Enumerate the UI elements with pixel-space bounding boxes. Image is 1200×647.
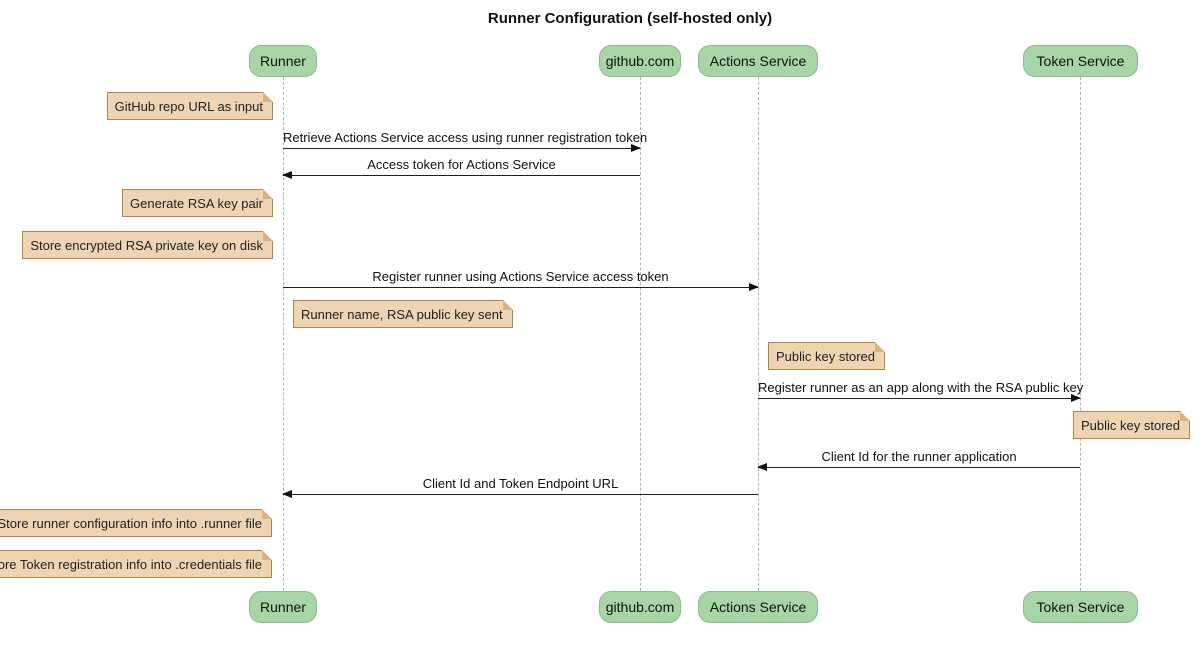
diagram-title: Runner Configuration (self-hosted only)	[487, 10, 773, 27]
message-line	[283, 144, 641, 152]
lifeline-actions-service	[758, 77, 759, 591]
actor-actions-service-top: Actions Service	[698, 45, 818, 77]
arrowhead-left-icon	[757, 463, 767, 471]
message-label: Client Id and Token Endpoint URL	[422, 476, 619, 491]
message-label: Register runner using Actions Service ac…	[372, 269, 669, 284]
lifeline-token-service	[1080, 77, 1081, 591]
actor-actions-service-bottom: Actions Service	[698, 591, 818, 623]
note: Store Token registration info into .cred…	[0, 550, 272, 578]
message: Register runner using Actions Service ac…	[283, 269, 759, 291]
message-line	[282, 490, 758, 498]
note: Public key stored	[1073, 411, 1190, 439]
note: Store runner configuration info into .ru…	[0, 509, 272, 537]
arrowhead-right-icon	[631, 144, 641, 152]
message-line	[757, 463, 1080, 471]
message-line	[283, 283, 759, 291]
arrowhead-left-icon	[282, 490, 292, 498]
message: Client Id for the runner application	[757, 449, 1080, 471]
arrowhead-right-icon	[1071, 394, 1081, 402]
message: Retrieve Actions Service access using ru…	[283, 130, 648, 152]
lifeline-runner	[283, 77, 284, 591]
message: Client Id and Token Endpoint URL	[282, 476, 758, 498]
actor-token-service-top: Token Service	[1023, 45, 1138, 77]
note: GitHub repo URL as input	[106, 92, 274, 120]
actor-github-top: github.com	[599, 45, 681, 77]
message-label: Register runner as an app along with the…	[758, 380, 1084, 395]
note: Public key stored	[768, 342, 885, 370]
message-label: Access token for Actions Service	[367, 157, 556, 172]
message: Access token for Actions Service	[282, 157, 640, 179]
message: Register runner as an app along with the…	[758, 380, 1084, 402]
message-label: Retrieve Actions Service access using ru…	[283, 130, 648, 145]
message-line	[282, 171, 640, 179]
actor-runner-top: Runner	[249, 45, 317, 77]
message-label: Client Id for the runner application	[821, 449, 1017, 464]
actor-token-service-bottom: Token Service	[1023, 591, 1138, 623]
note: Store encrypted RSA private key on disk	[22, 231, 273, 259]
lifeline-github	[640, 77, 641, 591]
actor-runner-bottom: Runner	[249, 591, 317, 623]
actor-github-bottom: github.com	[599, 591, 681, 623]
note: Generate RSA key pair	[122, 189, 273, 217]
message-line	[758, 394, 1081, 402]
arrowhead-right-icon	[749, 283, 759, 291]
arrowhead-left-icon	[282, 171, 292, 179]
note: Runner name, RSA public key sent	[293, 300, 513, 328]
